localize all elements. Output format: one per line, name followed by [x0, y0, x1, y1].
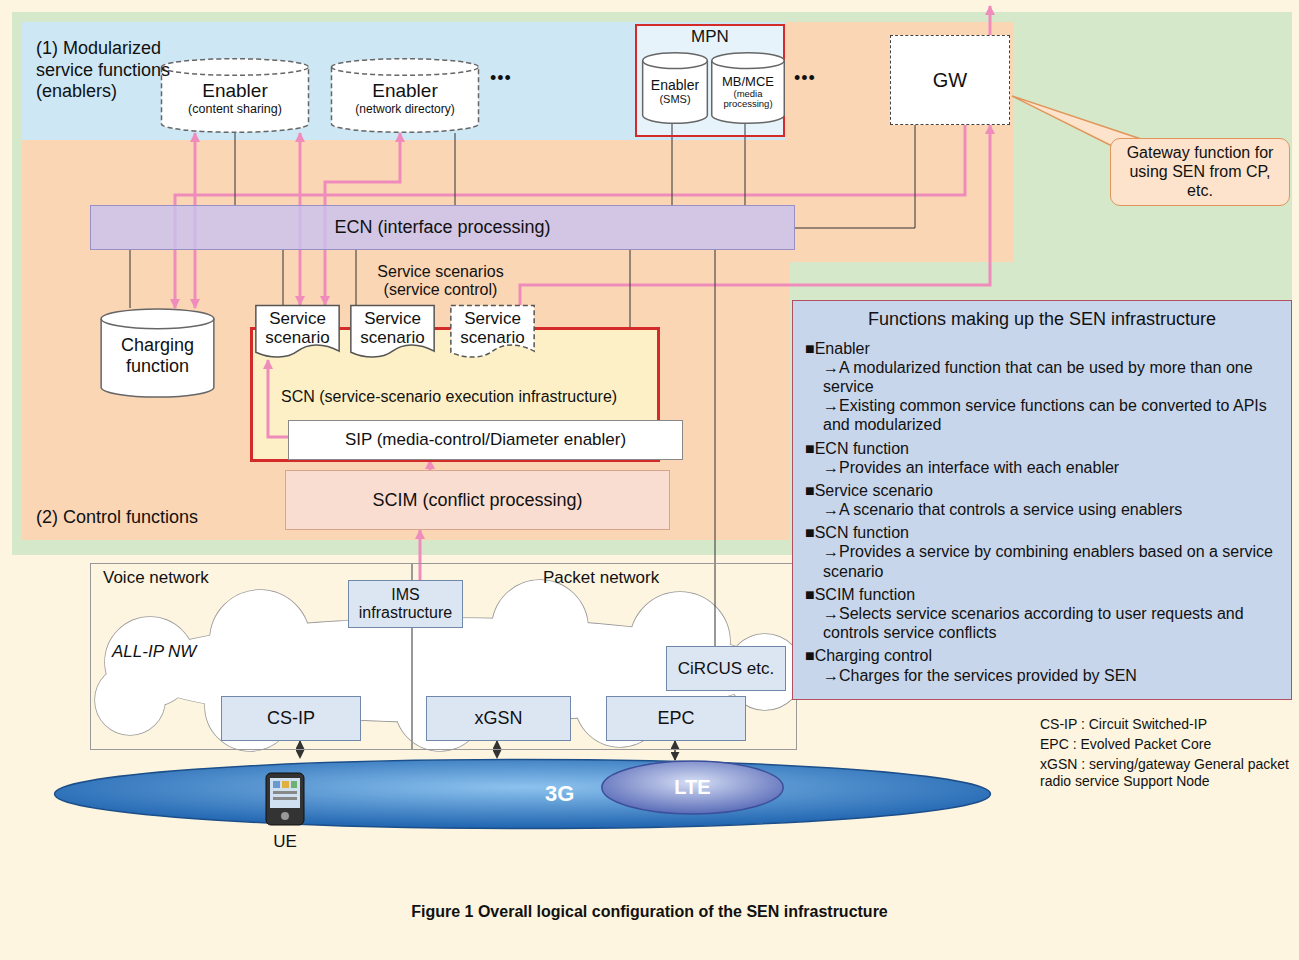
link-line — [630, 250, 631, 327]
enabler-cylinder: Enabler(content sharing) — [160, 58, 310, 133]
link-line — [235, 133, 236, 205]
node-text: ■Service scenario — [805, 481, 1279, 500]
node-text: ■Enabler — [805, 339, 1279, 358]
node-text: →Selects service scenarios according to … — [805, 604, 1279, 642]
interface-bar: ECN (interface processing) — [90, 205, 795, 250]
callout-box: Gateway function for using SEN from CP, … — [1110, 138, 1290, 206]
ellipsis-mark: ••• — [490, 68, 530, 89]
abbreviation-note: EPC : Evolved Packet Core — [1040, 736, 1290, 752]
node-text: →Provides an interface with each enabler — [805, 458, 1279, 477]
link-line — [356, 250, 357, 305]
ellipsis-mark: ••• — [794, 68, 834, 89]
node-text: SCN (service-scenario execution infrastr… — [281, 388, 617, 406]
network-region: Packet networkCiRCUS etc. xGSN EPC — [412, 563, 797, 750]
node-text: (SMS) — [659, 93, 690, 105]
node-text: IMS infrastructure — [353, 586, 458, 621]
node-text: CS-IP — [267, 708, 315, 729]
node-text: →A scenario that controls a service usin… — [805, 500, 1279, 519]
node-text: ■SCN function — [805, 523, 1279, 542]
node-text: 3G — [545, 781, 574, 807]
scenario-document: Service scenario — [450, 305, 535, 360]
node-text: Enabler — [372, 81, 438, 102]
enabler-cylinder: Enabler(network directory) — [330, 58, 480, 133]
node-text: (content sharing) — [188, 102, 282, 116]
terminal-icon: UE — [255, 772, 315, 852]
node-text: UE — [273, 832, 297, 852]
node-text: Packet network — [543, 568, 659, 588]
node-text: (media processing) — [714, 89, 782, 109]
node-text: SCIM (conflict processing) — [372, 490, 582, 511]
link-line — [455, 133, 456, 205]
network-box: IMS infrastructure — [348, 580, 463, 628]
node-text: Service scenario — [352, 310, 433, 347]
node-shape — [45, 758, 1000, 830]
phone-icon — [265, 772, 305, 826]
enabler-cylinder: MB/MCE(media processing) — [711, 52, 785, 124]
flow-arrow — [419, 530, 422, 580]
enabler-cylinder: Enabler(SMS) — [642, 52, 708, 124]
node-text: CiRCUS etc. — [678, 659, 774, 679]
scenario-document: Service scenario — [255, 305, 340, 360]
node-text: xGSN — [474, 708, 522, 729]
link-line — [674, 741, 676, 760]
network-box: CS-IP — [221, 696, 361, 741]
node-text: Functions making up the SEN infrastructu… — [805, 309, 1279, 331]
link-line — [795, 125, 915, 228]
link-line — [283, 250, 284, 305]
node-text: Gateway function for using SEN from CP, … — [1119, 143, 1281, 201]
node-text: Service scenario — [257, 310, 338, 347]
node-text: Enabler — [651, 77, 699, 93]
node-text: (network directory) — [355, 102, 454, 116]
link-line — [130, 250, 131, 308]
node-text: Charging function — [103, 335, 212, 376]
node-text: →Charges for the services provided by SE… — [805, 666, 1279, 685]
node-text: Service scenario — [452, 310, 533, 347]
node-text: Voice network — [103, 568, 209, 588]
node-text: MB/MCE — [722, 74, 774, 89]
node-text: SIP (media-control/Diameter enabler) — [345, 430, 626, 450]
group-label: Service scenarios (service control) — [368, 263, 513, 300]
charging-cylinder: Charging function — [100, 308, 215, 398]
network-label: ALL-IP NW — [112, 642, 222, 662]
node-text: Enabler — [202, 81, 268, 102]
gateway-box: GW — [890, 35, 1010, 125]
process-box: SIP (media-control/Diameter enabler) — [288, 420, 683, 460]
node-text: MPN — [691, 27, 729, 47]
link-line — [715, 250, 716, 646]
network-box: EPC — [606, 696, 746, 741]
scenario-document: Service scenario — [350, 305, 435, 360]
region-band: (2) Control functions ECN (interface proc… — [22, 140, 790, 540]
abbreviation-note: xGSN : serving/gateway General packet ra… — [1040, 756, 1290, 790]
node-text: (1) Modularized service functions (enabl… — [36, 38, 201, 103]
node-text: ■ECN function — [805, 439, 1279, 458]
explanation-box: Functions making up the SEN infrastructu… — [792, 300, 1292, 700]
node-text: ECN (interface processing) — [334, 217, 550, 238]
node-text: →A modularized function that can be used… — [805, 358, 1279, 396]
radio-ellipse: 3G LTE — [45, 758, 1000, 830]
node-text: ■SCIM function — [805, 585, 1279, 604]
figure-caption: Figure 1 Overall logical configuration o… — [0, 903, 1299, 921]
region-band: (1) Modularized service functions (enabl… — [22, 22, 790, 140]
node-text: EPC — [657, 708, 694, 729]
node-text: →Existing common service functions can b… — [805, 396, 1279, 434]
node-text: →Provides a service by combining enabler… — [805, 542, 1279, 580]
node-text: ■Charging control — [805, 646, 1279, 665]
node-text: GW — [933, 69, 967, 92]
network-box: CiRCUS etc. — [666, 646, 786, 691]
process-box: SCIM (conflict processing) — [285, 470, 670, 530]
network-box: xGSN — [426, 696, 571, 741]
abbreviation-note: CS-IP : Circuit Switched-IP — [1040, 716, 1290, 732]
node-text: (2) Control functions — [36, 507, 198, 528]
radio-ellipse: LTE — [600, 760, 785, 815]
mpn-box: MPNEnabler(SMS)MB/MCE(media processing) — [635, 24, 785, 137]
node-text: LTE — [674, 776, 710, 799]
